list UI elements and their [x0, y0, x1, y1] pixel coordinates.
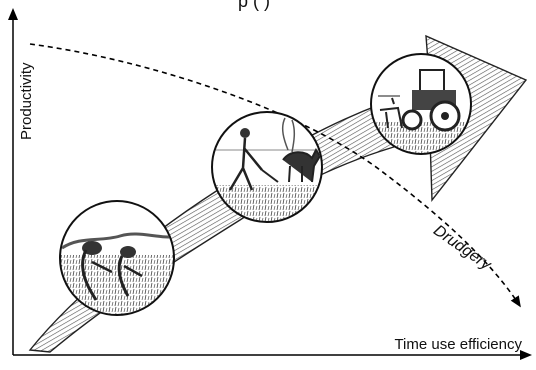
x-axis-arrowhead: [520, 350, 532, 360]
top-fragment-text: p ( ): [238, 0, 271, 11]
y-axis-arrowhead: [8, 8, 18, 20]
drudgery-curve: [29, 43, 521, 308]
y-axis-label: Productivity: [18, 62, 35, 140]
axes: [8, 8, 532, 360]
x-axis-label: Time use efficiency: [394, 336, 522, 353]
